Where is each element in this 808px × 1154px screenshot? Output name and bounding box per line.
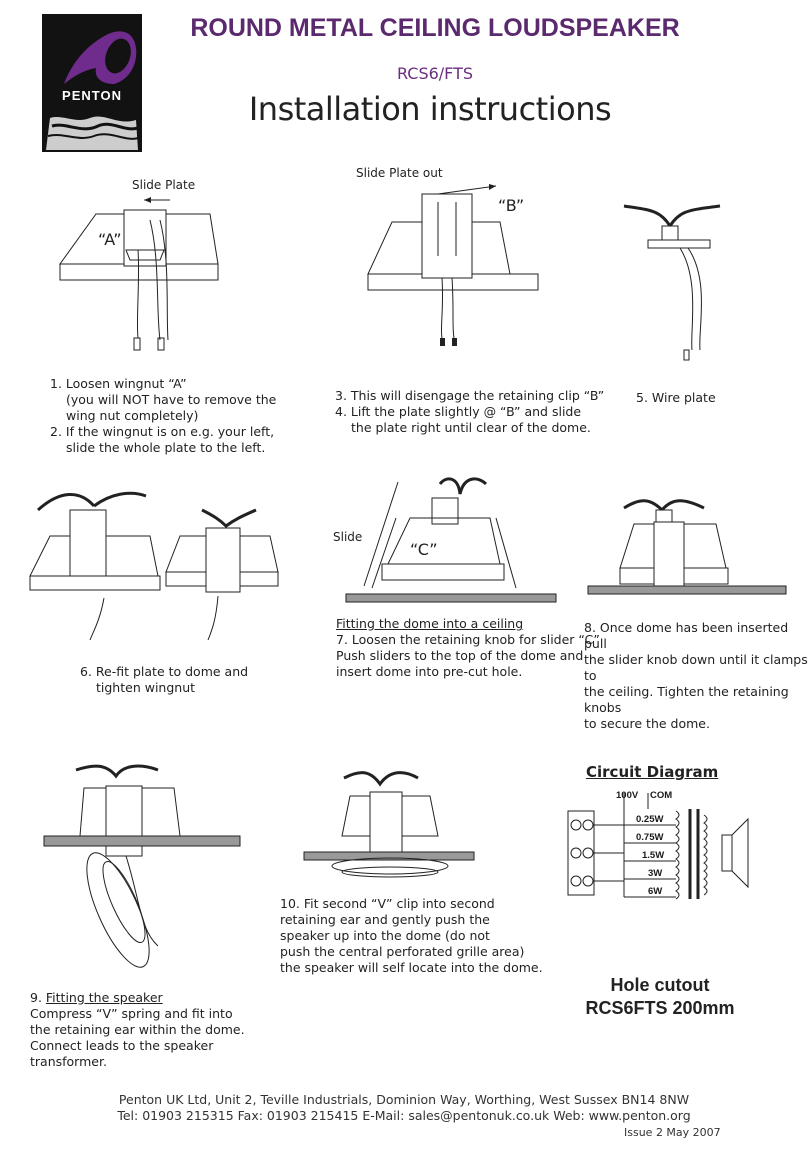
issue-date: Issue 2 May 2007: [624, 1126, 721, 1139]
figure-step6: [29, 491, 279, 641]
step1-line: 1. Loosen wingnut “A”: [50, 376, 187, 391]
slide-plate-label: Slide Plate: [132, 178, 196, 192]
horn-logo-icon: [46, 31, 139, 150]
label-c: “C”: [410, 540, 438, 559]
figure-step7: [345, 477, 557, 603]
step1-note: wing nut completely): [66, 408, 199, 423]
step9-line: Compress “V” spring and fit into: [30, 1006, 233, 1021]
figure-step10: [303, 771, 475, 878]
step10-line: retaining ear and gently push the: [280, 912, 490, 927]
step6-line: 6. Re-fit plate to dome and: [80, 664, 249, 679]
hole-cutout-label: Hole cutout: [610, 975, 710, 995]
figure-step5: [623, 204, 721, 361]
instruction-step-5: 5. Wire plate: [636, 390, 716, 406]
document-title: ROUND METAL CEILING LOUDSPEAKER: [190, 14, 680, 42]
step8-line: the ceiling. Tighten the retaining knobs: [584, 684, 789, 715]
instruction-step-1-2: 1. Loosen wingnut “A” (you will NOT have…: [50, 376, 276, 456]
brand-name: PENTON: [62, 88, 122, 103]
step8-line: the slider knob down until it clamps to: [584, 652, 808, 683]
label-b: “B”: [498, 196, 525, 215]
figure-step1: [59, 197, 219, 351]
step9-title: Fitting the speaker: [45, 990, 163, 1005]
step9-line: Connect leads to the speaker: [30, 1038, 214, 1053]
step10-line: the speaker will self locate into the do…: [280, 960, 543, 975]
step4-line: 4. Lift the plate slightly @ “B” and sli…: [335, 404, 582, 419]
step6-line: tighten wingnut: [96, 680, 196, 695]
hole-cutout-size: RCS6FTS 200mm: [585, 998, 735, 1018]
step7-line: Push sliders to the top of the dome and: [336, 648, 584, 663]
instruction-step-6: 6. Re-fit plate to dome and tighten wing…: [80, 664, 248, 696]
tap-6w: 6W: [648, 886, 663, 897]
circuit-diagram: [567, 793, 749, 900]
step7-line: insert dome into pre-cut hole.: [336, 664, 523, 679]
step3-line: 3. This will disengage the retaining cli…: [335, 388, 605, 403]
instruction-step-3-4: 3. This will disengage the retaining cli…: [335, 388, 604, 436]
tap-3w: 3W: [648, 868, 663, 879]
step9-heading: 9. Fitting the speaker: [30, 990, 245, 1006]
step5-line: 5. Wire plate: [636, 390, 716, 405]
instruction-step-7: Fitting the dome into a ceiling 7. Loose…: [336, 616, 600, 680]
tap-1-5w: 1.5W: [642, 850, 665, 861]
label-com: COM: [650, 790, 673, 801]
instruction-step-9: 9. Fitting the speaker Compress “V” spri…: [30, 990, 245, 1070]
slide-label: Slide: [333, 530, 363, 544]
step10-line: push the central perforated grille area): [280, 944, 525, 959]
figure-step9: [43, 764, 241, 968]
penton-logo: PENTON: [42, 14, 142, 152]
step9-line: transformer.: [30, 1054, 107, 1069]
step2-line: 2. If the wingnut is on e.g. your left,: [50, 424, 275, 439]
step9-number: 9.: [30, 990, 46, 1005]
step1-note: (you will NOT have to remove the: [66, 392, 277, 407]
step9-line: the retaining ear within the dome.: [30, 1022, 245, 1037]
step10-line: 10. Fit second “V” clip into second: [280, 896, 495, 911]
slide-plate-out-label: Slide Plate out: [356, 166, 443, 180]
tap-0-25w: 0.25W: [636, 814, 664, 825]
figure-step8: [587, 499, 787, 595]
instruction-step-10: 10. Fit second “V” clip into second reta…: [280, 896, 543, 976]
step8-line: to secure the dome.: [584, 716, 710, 731]
label-a: “A”: [98, 230, 122, 249]
page-title: Installation instructions: [248, 90, 612, 128]
label-100v: 100V: [616, 790, 639, 801]
step8-line: 8. Once dome has been inserted pull: [584, 620, 789, 651]
step7-heading: Fitting the dome into a ceiling: [336, 616, 524, 631]
step4-line: the plate right until clear of the dome.: [351, 420, 591, 435]
figure-step3: [367, 184, 539, 346]
step10-line: speaker up into the dome (do not: [280, 928, 490, 943]
footer-contact: Tel: 01903 215315 Fax: 01903 215415 E-Ma…: [117, 1108, 691, 1123]
tap-0-75w: 0.75W: [636, 832, 664, 843]
model-number: RCS6/FTS: [396, 64, 474, 83]
instruction-step-8: 8. Once dome has been inserted pull the …: [584, 620, 808, 732]
step2-line: slide the whole plate to the left.: [66, 440, 266, 455]
circuit-diagram-title: Circuit Diagram: [586, 763, 719, 781]
footer-address: Penton UK Ltd, Unit 2, Teville Industria…: [118, 1092, 690, 1107]
step7-line: 7. Loosen the retaining knob for slider …: [336, 632, 600, 647]
